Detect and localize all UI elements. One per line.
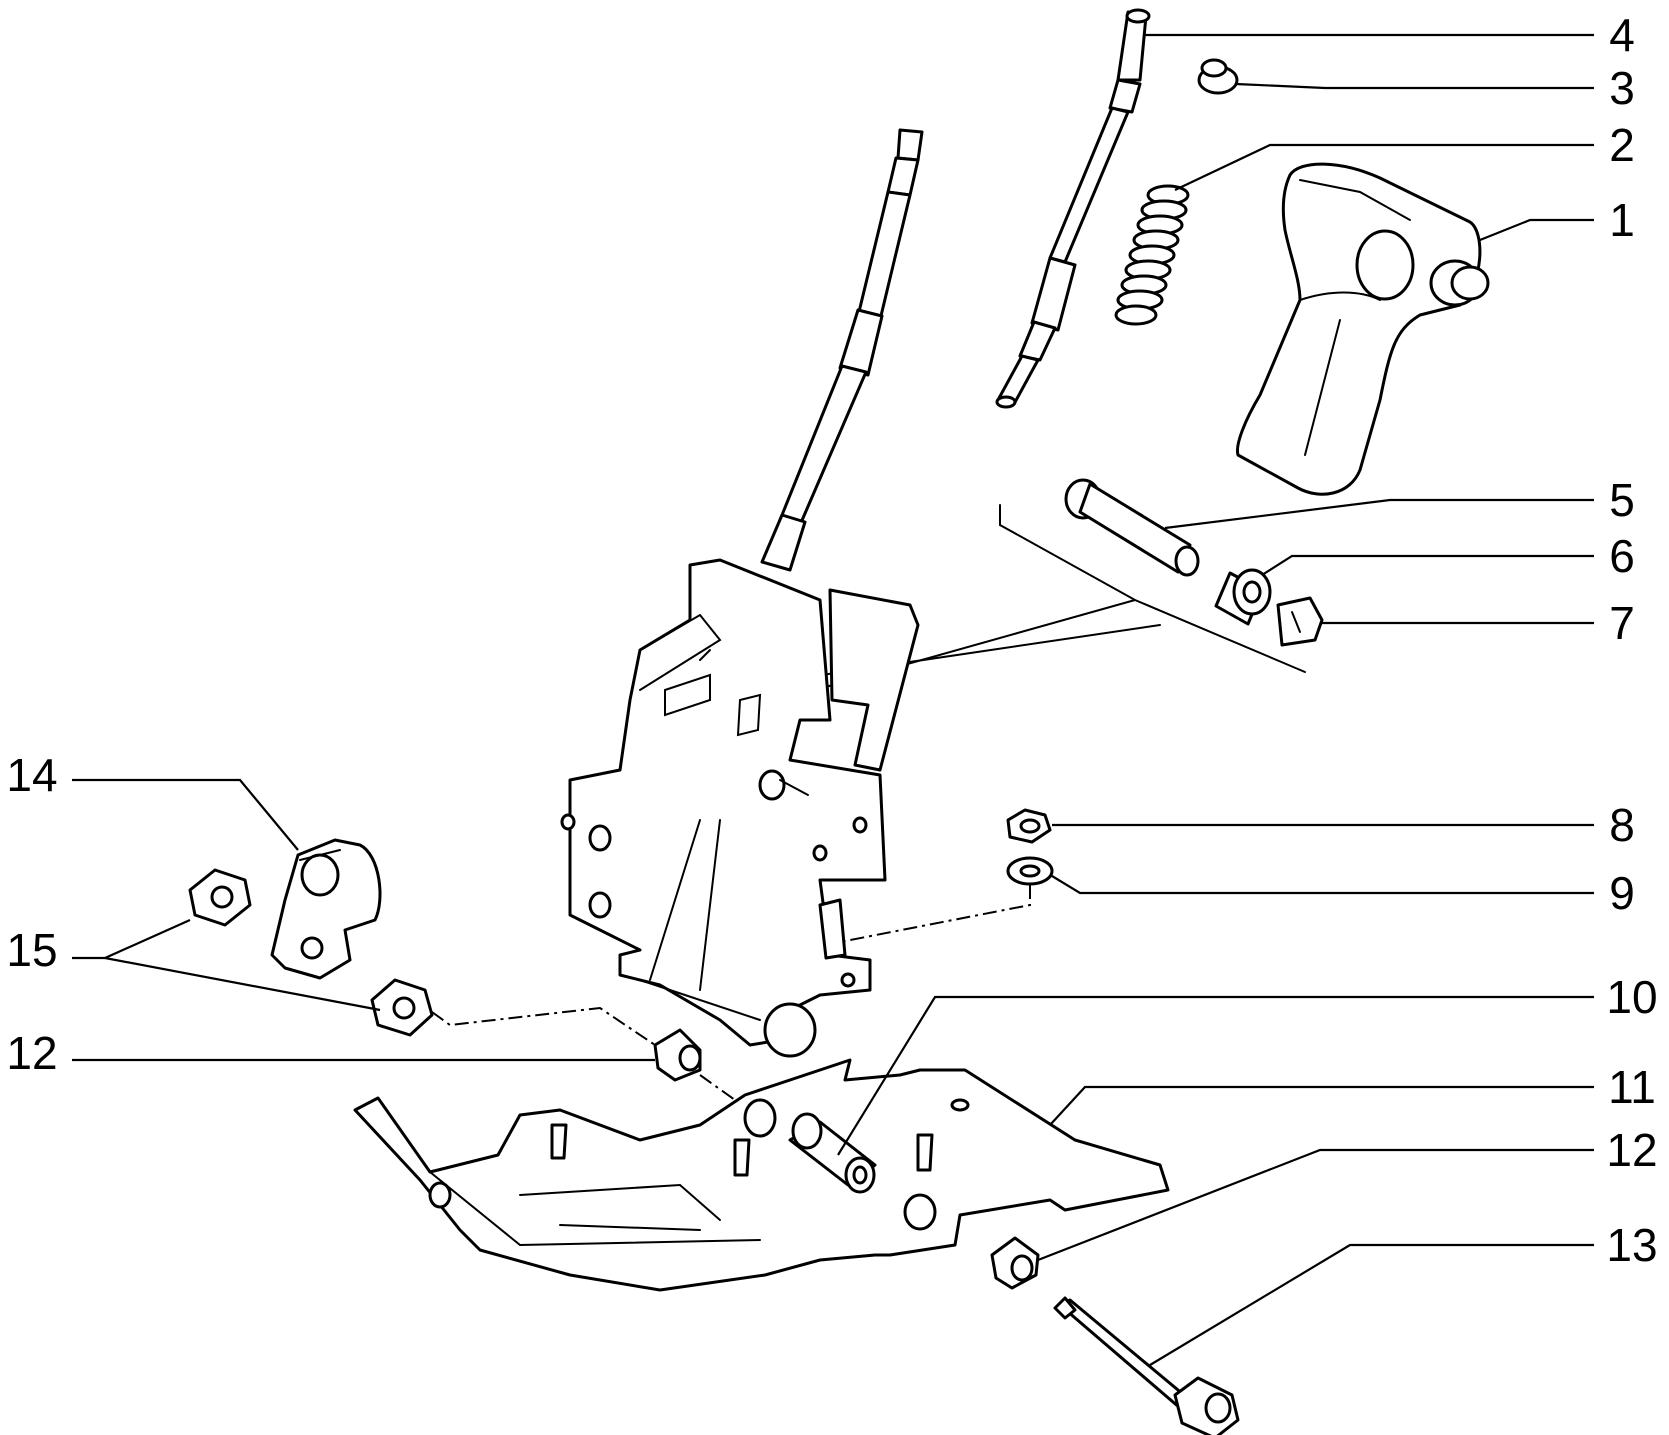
leader-5 [1164, 498, 1594, 530]
leader-6 [1261, 554, 1594, 576]
callout-14: 14 [6, 749, 57, 801]
part-10-bushing [788, 1112, 877, 1194]
leader-15 [72, 918, 381, 1012]
leader-13 [1149, 1243, 1594, 1366]
callout-12-left: 12 [6, 1027, 57, 1079]
part-11-base-plate [353, 1058, 1170, 1292]
part-3-cap [1197, 58, 1239, 95]
part-14-bracket [270, 838, 382, 980]
leader-2 [1174, 143, 1594, 191]
callout-10: 10 [1606, 971, 1657, 1023]
part-12-spacer-upper [653, 1028, 702, 1082]
part-4-selector-rod [995, 8, 1151, 409]
callout-5: 5 [1609, 474, 1635, 526]
leader-10 [837, 995, 1594, 1156]
guide-12-plate [699, 1074, 736, 1101]
callout-7: 7 [1609, 597, 1635, 649]
callout-12-right: 12 [1606, 1124, 1657, 1176]
callout-3: 3 [1609, 62, 1635, 114]
part-2-spring [1114, 184, 1190, 326]
callout-4: 4 [1609, 9, 1635, 61]
guide-9-housing [839, 885, 1031, 943]
part-15-nut-upper [188, 868, 252, 927]
part-12-spacer-lower [990, 1236, 1040, 1290]
part-8-nut [1006, 808, 1052, 844]
assembly-line-upper [999, 504, 1306, 673]
leader-12b [1037, 1148, 1594, 1262]
leader-14 [72, 778, 299, 851]
part-5-pin [1064, 478, 1200, 577]
leader-11 [1049, 1085, 1594, 1126]
callout-numbers: 4 3 2 1 5 6 7 8 9 10 11 12 13 14 15 12 [6, 9, 1657, 1271]
callout-13: 13 [1606, 1219, 1657, 1271]
part-15-nut-lower [370, 978, 434, 1037]
guide-15-housing [431, 1006, 656, 1046]
leader-1 [1479, 218, 1594, 242]
callout-9: 9 [1609, 867, 1635, 919]
callout-15: 15 [6, 924, 57, 976]
part-13-bolt [1053, 1296, 1240, 1435]
part-1-handle [1235, 162, 1490, 496]
callout-2: 2 [1609, 119, 1635, 171]
callout-6: 6 [1609, 530, 1635, 582]
callout-1: 1 [1609, 194, 1635, 246]
gear-lever-assembly [560, 128, 924, 1058]
leader-3 [1235, 82, 1594, 90]
callout-8: 8 [1609, 799, 1635, 851]
part-6-bushing [1214, 568, 1272, 626]
part-7-clip [1276, 596, 1324, 647]
leader-lines [72, 33, 1594, 1366]
leader-9 [1051, 875, 1594, 895]
part-9-washer [1006, 856, 1054, 886]
callout-11: 11 [1608, 1061, 1656, 1113]
